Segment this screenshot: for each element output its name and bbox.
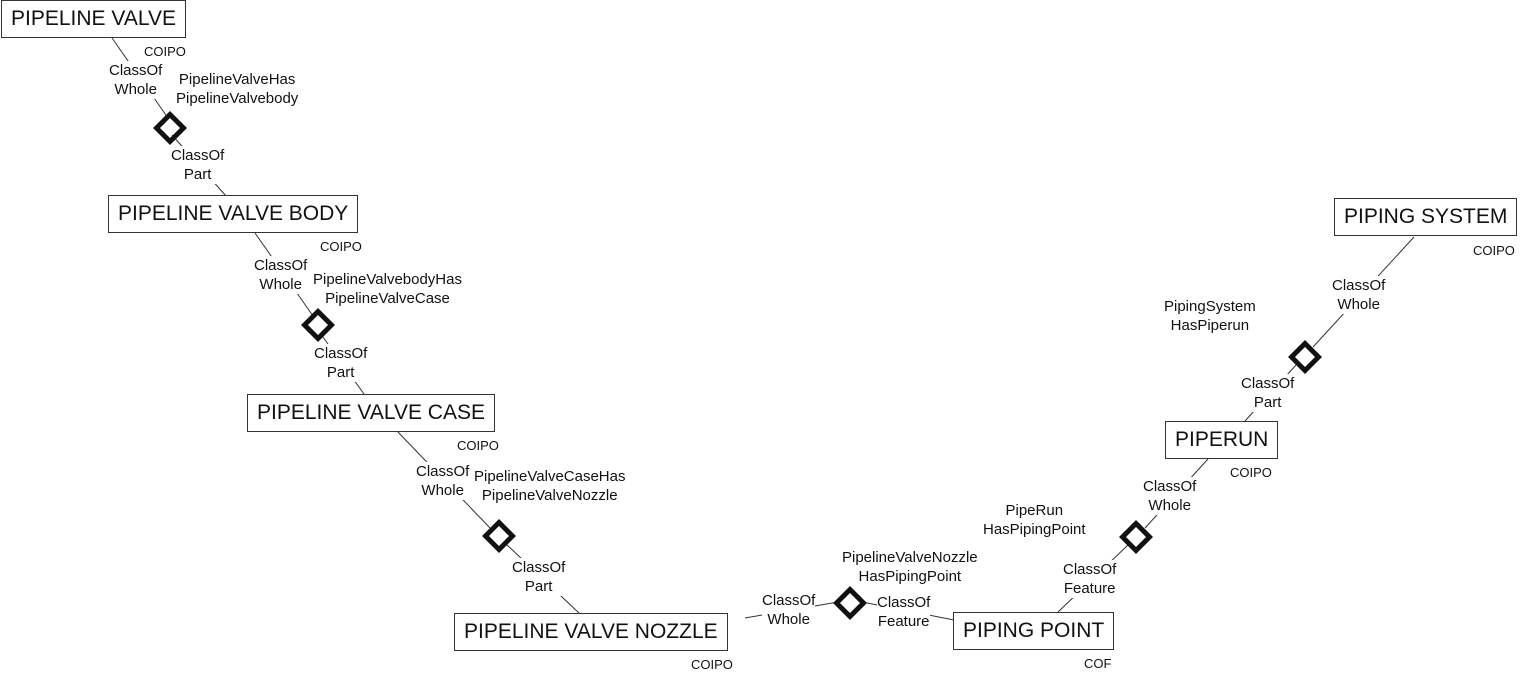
relation-diamond-icon[interactable] <box>1287 339 1323 375</box>
relation-diamond-icon[interactable] <box>832 585 868 621</box>
class-box-pipeline-valve-case[interactable]: PIPELINE VALVE CASE <box>247 394 495 432</box>
class-tag: COIPO <box>1230 465 1272 480</box>
class-tag: COIPO <box>144 44 186 59</box>
class-tag: COIPO <box>457 438 499 453</box>
relation-diamond-icon[interactable] <box>1118 519 1154 555</box>
class-box-piping-system[interactable]: PIPING SYSTEM <box>1334 198 1518 236</box>
relation-diamond-icon[interactable] <box>481 518 517 554</box>
relation-diamond-icon[interactable] <box>300 307 336 343</box>
class-tag: COIPO <box>691 657 733 672</box>
class-tag: COIPO <box>320 239 362 254</box>
class-tag: COIPO <box>1473 243 1515 258</box>
relation-diamond-icon[interactable] <box>152 110 188 146</box>
class-box-piperun[interactable]: PIPERUN <box>1165 421 1279 459</box>
class-box-piping-point[interactable]: PIPING POINT <box>953 612 1115 650</box>
class-box-pipeline-valve[interactable]: PIPELINE VALVE <box>1 0 186 38</box>
class-box-pipeline-valve-body[interactable]: PIPELINE VALVE BODY <box>108 195 359 233</box>
class-tag: COF <box>1084 656 1112 671</box>
class-box-pipeline-valve-nozzle[interactable]: PIPELINE VALVE NOZZLE <box>454 613 728 651</box>
